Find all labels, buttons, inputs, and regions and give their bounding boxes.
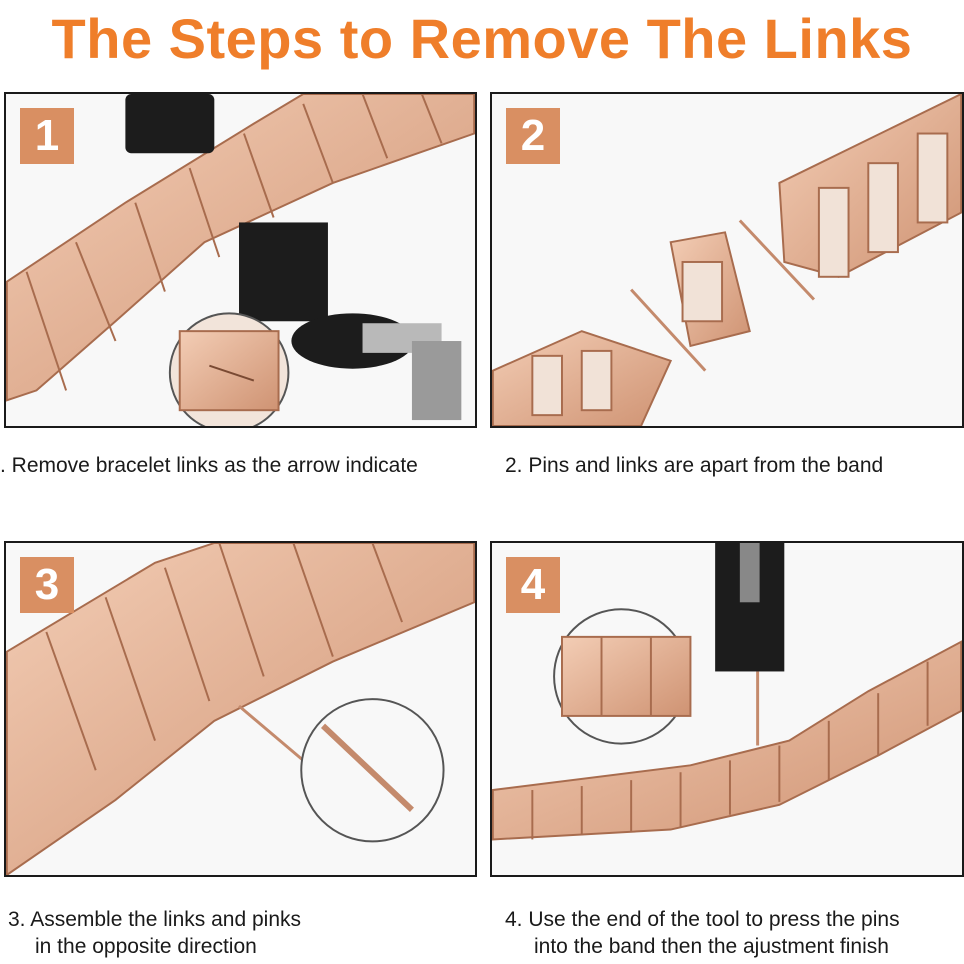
step-3-illustration (6, 543, 475, 875)
pin (238, 704, 305, 762)
step-1-panel: 1 (4, 92, 477, 428)
band-lower-section (492, 330, 673, 426)
bracelet-band (6, 94, 475, 402)
step-4-panel: 4 (490, 541, 964, 877)
step-4-badge: 4 (506, 557, 560, 613)
step-4-caption-line1: 4. Use the end of the tool to press the … (505, 908, 900, 931)
link-removal-tool (125, 94, 462, 421)
bracelet-band (492, 640, 962, 841)
bracelet-band (6, 543, 475, 875)
step-3-panel: 3 (4, 541, 477, 877)
step-1-illustration (6, 94, 475, 426)
step-1-caption: . Remove bracelet links as the arrow ind… (0, 454, 418, 477)
step-3-caption-line1: 3. Assemble the links and pinks (8, 908, 301, 931)
zoom-detail-circle (300, 698, 445, 843)
zoom-detail-circle (553, 608, 692, 745)
step-2-caption: 2. Pins and links are apart from the ban… (505, 454, 884, 477)
band-upper-section (778, 94, 962, 278)
step-3-caption-line2: in the opposite direction (35, 935, 257, 958)
step-4-caption-line2: into the band then the ajustment finish (534, 935, 889, 958)
zoom-detail-circle (168, 312, 290, 426)
detached-link (669, 231, 751, 348)
link-removal-tool (715, 543, 785, 746)
page-title: The Steps to Remove The Links (51, 7, 913, 70)
step-3-badge: 3 (20, 557, 74, 613)
step-2-badge: 2 (506, 108, 560, 164)
step-2-panel: 2 (490, 92, 964, 428)
loose-pins (630, 219, 816, 372)
step-4-illustration (492, 543, 962, 841)
step-1-badge: 1 (20, 108, 74, 164)
step-2-illustration (492, 94, 962, 426)
